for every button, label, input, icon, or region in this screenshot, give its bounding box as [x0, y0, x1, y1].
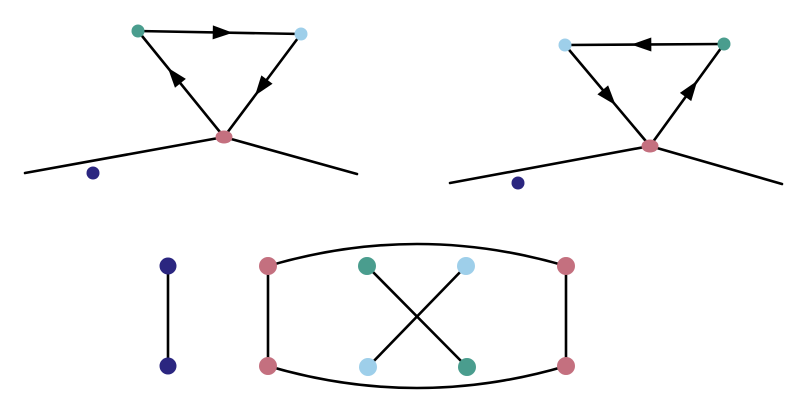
- edge-external-right-leg: [648, 144, 784, 186]
- triangle-loop-diagram-right: [448, 37, 784, 190]
- node-lightblue-inner-bottom: [359, 358, 377, 376]
- edge-arc-top: [266, 242, 568, 268]
- node-navy-incoming-leg: [86, 166, 100, 180]
- node-rose-bottom-right: [557, 357, 575, 375]
- node-rose-vertex: [641, 139, 659, 153]
- node-lightblue-top-left: [558, 38, 572, 52]
- node-green-inner-bottom: [458, 358, 476, 376]
- node-lightblue-inner-top: [457, 257, 475, 275]
- edge-external-right-leg: [222, 135, 359, 176]
- edge-green-to-lightblue-arrowhead: [212, 25, 233, 40]
- node-rose-bottom-left: [259, 357, 277, 375]
- edge-external-left-leg: [23, 135, 226, 175]
- edge-lightblue-to-vertex-arrowhead: [597, 85, 616, 106]
- edge-vertex-to-green: [136, 29, 226, 139]
- node-green-top-left: [131, 24, 145, 38]
- edge-arc-bottom: [266, 364, 568, 390]
- node-lightblue-top-right: [294, 27, 308, 41]
- panels-layer: [23, 24, 784, 390]
- node-rose-top-right: [557, 257, 575, 275]
- edge-external-left-leg: [448, 144, 652, 185]
- triangle-loop-diagram-left: [23, 24, 359, 180]
- node-rose-vertex: [215, 130, 233, 144]
- box-crossing-diagram: [259, 242, 575, 390]
- edge-lightblue-top-to-lightblue-bottom: [366, 264, 468, 369]
- node-green-top-right: [717, 37, 731, 51]
- node-navy-bottom: [159, 357, 177, 375]
- navy-pair-diagram: [159, 257, 177, 375]
- edge-vertex-to-green-arrowhead: [167, 67, 186, 88]
- edge-green-to-lightblue-arrowhead: [631, 37, 652, 52]
- edge-lightblue-to-vertex-arrowhead: [254, 75, 273, 96]
- node-navy-top: [159, 257, 177, 275]
- edge-vertex-to-green-arrowhead: [679, 80, 698, 102]
- node-green-inner-top: [358, 257, 376, 275]
- node-navy-incoming-leg: [511, 176, 525, 190]
- node-rose-top-left: [259, 257, 277, 275]
